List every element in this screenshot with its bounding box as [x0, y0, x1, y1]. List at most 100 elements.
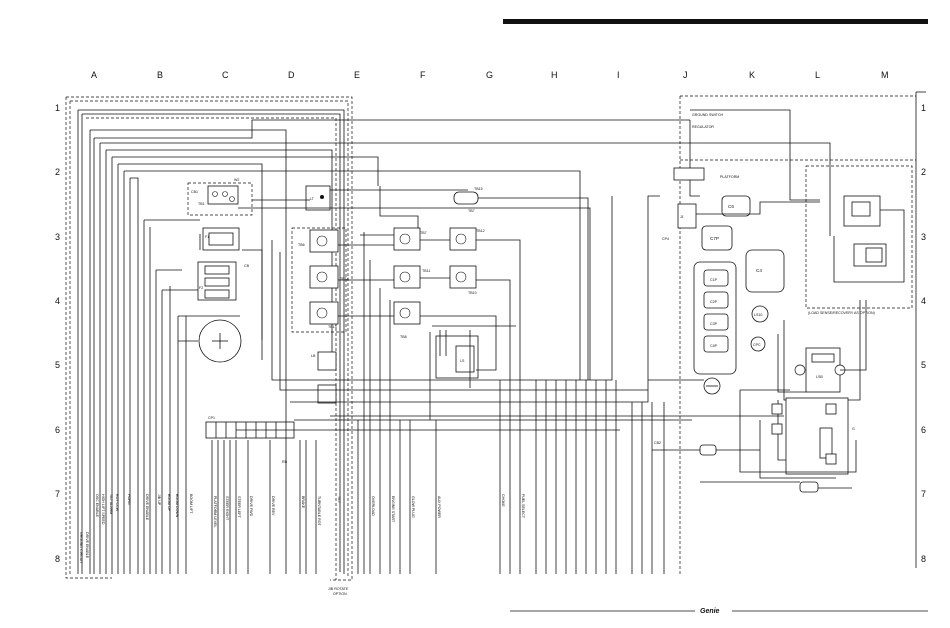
control-box-enclosure: GROUND SWITCH REGULATOR PLATFORM	[673, 95, 916, 576]
tb-cluster-f: TB7 TB11 TB8 TB12 TB10	[393, 227, 485, 339]
col-label-c: C	[222, 70, 229, 80]
lt-label: LT	[310, 197, 315, 201]
col-label-j: J	[683, 70, 688, 80]
svg-text:TB11: TB11	[422, 269, 430, 273]
wire-label-13: PLATFORM LEVEL	[213, 496, 217, 528]
row-label-1: 1	[55, 103, 60, 113]
wire-label-9: JIB UP	[157, 494, 161, 506]
row-labels-left: 1 2 3 4 5 6 7 8	[55, 103, 60, 564]
left-harness-enclosure	[65, 96, 353, 581]
tb1-label: TB1	[198, 202, 205, 206]
lb-label: LB	[311, 354, 316, 358]
wire-label-6: ROT CCW	[115, 494, 119, 512]
brand-logo: Genie	[700, 608, 720, 615]
svg-text:CB1: CB1	[191, 190, 198, 194]
row-label-right-4: 4	[921, 296, 926, 306]
svg-text:TB13: TB13	[328, 325, 337, 329]
c7p-label: C7P	[710, 236, 719, 241]
j-row6-connector: CB2	[652, 441, 852, 493]
svg-text:RD: RD	[282, 460, 288, 464]
lsb-label: LSB	[816, 375, 823, 379]
wire-label-5: TILT ALARM	[109, 494, 113, 514]
motor-controller: G	[739, 389, 857, 479]
col-label-i: I	[617, 70, 620, 80]
ls-box: LS	[435, 330, 479, 379]
col-label-l: L	[815, 70, 820, 80]
svg-text:G: G	[852, 427, 855, 431]
load-sense-label: (LOAD SENSE/RECOVERY AS OPTION)	[808, 311, 875, 315]
row-label-right-8: 8	[921, 554, 926, 564]
cpc-label: CPC	[753, 343, 761, 347]
col-label-a: A	[91, 70, 97, 80]
wire-label-21: OVERLOAD	[371, 496, 375, 516]
svg-text:OPTION: OPTION	[333, 592, 347, 596]
j-components: J1 C6 C7P CP4	[662, 195, 820, 251]
left-harness-wires	[77, 109, 700, 574]
lt-indicator: LT	[305, 185, 468, 211]
wire-label-12: BOOM LIFT	[189, 494, 193, 514]
wire-label-10: BOOM UP	[167, 494, 171, 512]
svg-text:PLATFORM: PLATFORM	[720, 175, 739, 179]
c4-label: C4	[756, 268, 762, 273]
row-label-right-7: 7	[921, 489, 926, 499]
col-label-m: M	[881, 70, 889, 80]
wire-label-22: ENGINE START	[391, 496, 395, 523]
svg-text:REGULATOR: REGULATOR	[692, 125, 714, 129]
horn-icon	[178, 319, 242, 363]
column-labels: A B C D E F G H I J K L M	[91, 70, 889, 80]
svg-text:GROUND SWITCH: GROUND SWITCH	[692, 113, 724, 117]
c1p-label: C1P	[710, 278, 718, 282]
col-label-e: E	[354, 70, 360, 80]
col-label-d: D	[288, 70, 295, 80]
col-label-g: G	[486, 70, 493, 80]
svg-text:LS: LS	[460, 359, 465, 363]
bottom-wire-labels: GROUND CIRCUIT DRIVE ENABLE OSC ENABLE H…	[79, 494, 525, 564]
wire-label-14: STEER RIGHT	[225, 496, 229, 521]
connector-pack: C1P C2P C3P C4P C4	[693, 249, 785, 375]
wire-label-8: DRIVE ENABLE	[145, 494, 149, 521]
footer: Genie	[510, 608, 928, 615]
svg-text:TB12: TB12	[476, 229, 485, 233]
row-labels-right: 1 2 3 4 5 6 7 8	[921, 103, 926, 564]
row-label-right-3: 3	[921, 232, 926, 242]
col-label-f: F	[420, 70, 426, 80]
row-label-right-2: 2	[921, 167, 926, 177]
svg-text:TB6: TB6	[298, 243, 305, 247]
row-label-7: 7	[55, 489, 60, 499]
svg-text:CB2: CB2	[654, 441, 661, 445]
tb-cluster-d: TB6 TB14 TB13	[291, 227, 349, 333]
row-label-right-5: 5	[921, 360, 926, 370]
row-label-2: 2	[55, 167, 60, 177]
row-label-right-6: 6	[921, 425, 926, 435]
lsb-module: LSB	[777, 300, 867, 401]
wire-label-2: DRIVE ENABLE	[85, 532, 89, 559]
tb9-connector: TB15 TB7	[453, 187, 589, 380]
col-label-b: B	[157, 70, 163, 80]
j1-label: J1	[680, 215, 684, 219]
title-bar-rule	[503, 19, 928, 24]
f1-module: F1 F2 CB	[197, 227, 250, 301]
wire-label-20: TILT	[337, 496, 341, 504]
col-label-h: H	[551, 70, 558, 80]
wire-label-4: HIGH LIFT SPEED	[101, 494, 105, 525]
svg-text:TB10: TB10	[468, 291, 477, 295]
wire-label-17: DRIVE REV	[271, 496, 275, 516]
col-label-k: K	[749, 70, 755, 80]
svg-text:CP4: CP4	[662, 237, 669, 241]
ground-icon	[648, 377, 721, 395]
wire-label-11: BOOM DOWN	[175, 494, 179, 518]
row-label-5: 5	[55, 360, 60, 370]
tb1-assembly: TB1 CB1 W2	[187, 178, 253, 216]
c3p-label: C3P	[710, 322, 718, 326]
row-label-3: 3	[55, 232, 60, 242]
svg-text:CB: CB	[244, 264, 250, 268]
wire-label-24: AUX POWER	[437, 496, 441, 518]
svg-text:TB8: TB8	[400, 335, 407, 339]
wire-label-25: CHOKE	[501, 494, 505, 507]
center-wires	[199, 186, 784, 431]
row-label-4: 4	[55, 296, 60, 306]
ls10-sensor: LS10 CPC	[750, 305, 769, 352]
svg-text:CP1: CP1	[208, 416, 215, 420]
w2-box	[187, 182, 253, 216]
wire-label-1: GROUND CIRCUIT	[79, 532, 83, 564]
